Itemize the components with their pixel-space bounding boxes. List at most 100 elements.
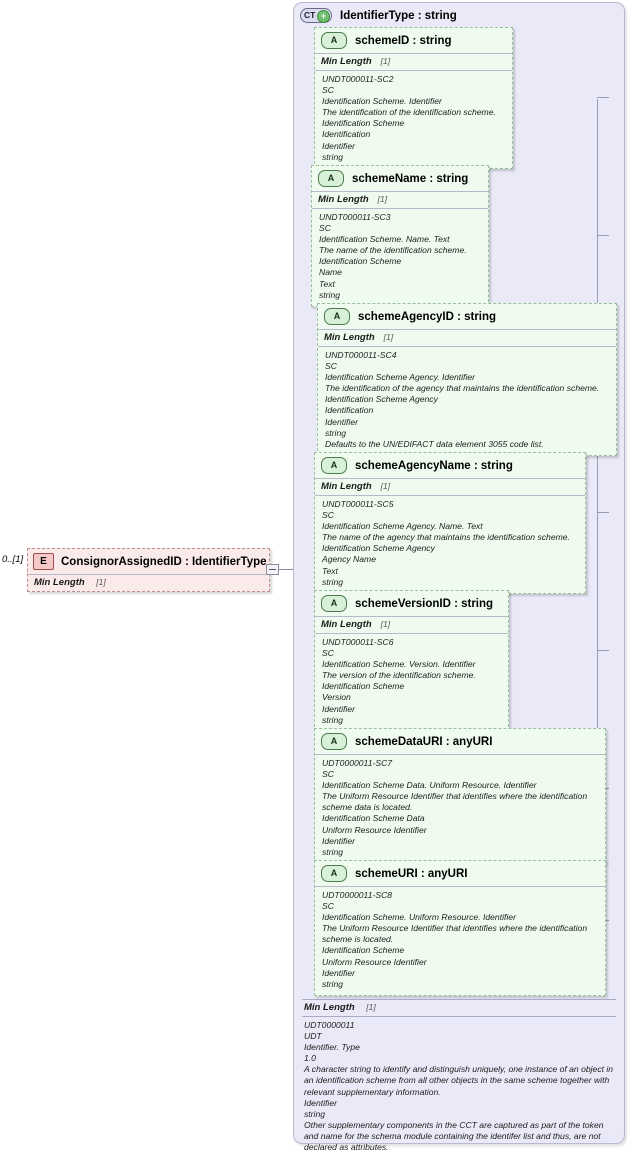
documentation-line: Name — [319, 267, 342, 278]
documentation-line: Identifier — [325, 416, 358, 427]
element-badge-icon: E — [33, 553, 54, 570]
documentation-line: Version — [322, 692, 351, 703]
documentation-line: 1.0 — [304, 1053, 316, 1064]
documentation-line: UNDT000011-SC3 — [319, 212, 391, 222]
documentation-line: Identification Scheme. Uniform Resource.… — [322, 912, 516, 923]
attribute-badge-letter: A — [333, 311, 341, 321]
documentation-line: Identification Scheme — [322, 118, 405, 129]
documentation-line: string — [325, 427, 347, 438]
attribute-title: schemeAgencyName : string — [355, 459, 513, 472]
attribute-facet-name: Min Length — [318, 194, 369, 205]
documentation-line: string — [322, 846, 344, 857]
documentation-line: UDT0000011-SC8 — [322, 890, 393, 900]
documentation-line: UDT — [304, 1031, 322, 1042]
documentation-line: The Uniform Resource Identifier that ide… — [322, 791, 588, 813]
complex-type-header: CT + IdentifierType : string — [300, 8, 457, 23]
documentation-line: UNDT000011-SC2 — [322, 74, 394, 84]
attribute-badge-icon: A — [321, 733, 347, 750]
documentation-line: The identification of the identification… — [322, 107, 496, 118]
documentation-line: The Uniform Resource Identifier that ide… — [322, 923, 588, 945]
documentation-line: UDT0000011-SC7 — [322, 758, 393, 768]
element-facet-row: Min Length [1] — [28, 574, 269, 591]
documentation-line: Agency Name — [322, 554, 376, 565]
documentation-line: UNDT000011-SC6 — [322, 637, 394, 647]
attribute-badge-letter: A — [327, 173, 335, 183]
element-node-consignor-assigned-id[interactable]: E ConsignorAssignedID : IdentifierType M… — [27, 548, 270, 592]
attribute-title: schemeDataURI : anyURI — [355, 735, 493, 748]
documentation-line: The identification of the agency that ma… — [325, 383, 600, 394]
attribute-facet-row: Min Length[1] — [315, 478, 585, 495]
documentation-line: Identification Scheme — [322, 945, 405, 956]
complex-type-badge-icon[interactable]: CT + — [300, 8, 332, 23]
complex-type-facet-name: Min Length — [304, 1002, 355, 1013]
documentation-line: string — [322, 151, 344, 162]
documentation-line: SC — [319, 223, 331, 234]
documentation-line: Identification Scheme. Name. Text — [319, 234, 450, 245]
collapse-expander-icon[interactable] — [266, 564, 279, 575]
documentation-line: Identifier. Type — [304, 1042, 360, 1053]
documentation-line: Other supplementary components in the CC… — [304, 1119, 604, 1153]
documentation-line: The name of the identification scheme. — [319, 245, 467, 256]
complex-type-facet-value: [1] — [366, 1002, 376, 1012]
element-facet-name: Min Length — [34, 577, 85, 588]
documentation-line: Uniform Resource Identifier — [322, 956, 427, 967]
documentation-line: Text — [319, 278, 335, 289]
tree-stub — [597, 97, 609, 98]
documentation-line: SC — [322, 648, 334, 659]
documentation-line: Identification Scheme Data. Uniform Reso… — [322, 780, 537, 791]
documentation-line: Identification Scheme Agency — [322, 543, 435, 554]
attribute-facet-name: Min Length — [321, 56, 372, 67]
documentation-line: string — [322, 978, 344, 989]
attribute-facet-value: [1] — [377, 194, 388, 204]
element-facet-value: [1] — [96, 577, 106, 587]
attribute-facet-name: Min Length — [321, 481, 372, 492]
documentation-line: Identification Scheme Agency. Identifier — [325, 372, 475, 383]
attribute-facet-row: Min Length [1] — [312, 191, 488, 208]
documentation-line: Identification — [325, 405, 374, 416]
documentation-line: Identification Scheme Agency. Name. Text — [322, 521, 483, 532]
attribute-title: schemeName : string — [352, 172, 469, 185]
attribute-facet-name: Min Length — [321, 619, 372, 630]
tree-connector-line — [597, 99, 598, 985]
documentation-line: UNDT000011-SC5 — [322, 499, 394, 509]
documentation-line: Identification Scheme Data — [322, 813, 425, 824]
connector-line — [279, 569, 294, 570]
attribute-title: schemeVersionID : string — [355, 597, 494, 610]
attribute-badge-icon: A — [321, 595, 347, 612]
attribute-facet-row: Min Length [1] — [315, 616, 508, 633]
documentation-line: The name of the agency that maintains th… — [322, 532, 570, 543]
documentation-line: string — [322, 714, 344, 725]
documentation-line: Text — [322, 565, 338, 576]
attribute-badge-letter: A — [330, 736, 338, 746]
documentation-line: SC — [322, 85, 334, 96]
documentation-line: UNDT000011-SC4 — [325, 350, 397, 360]
attribute-facet-row: Min Length[1] — [318, 329, 616, 346]
complex-type-facet-row: Min Length [1] — [302, 999, 616, 1017]
attribute-title: schemeAgencyID : string — [358, 310, 497, 323]
attribute-title: schemeID : string — [355, 34, 452, 47]
attribute-badge-letter: A — [330, 868, 338, 878]
documentation-line: Identifier — [322, 703, 355, 714]
attribute-facet-value: [1] — [380, 619, 391, 629]
tree-stub — [597, 235, 609, 236]
tree-stub — [597, 650, 609, 651]
attribute-facet-value: [1] — [383, 332, 394, 342]
documentation-line: string — [319, 289, 341, 300]
attribute-badge-icon: A — [321, 457, 347, 474]
